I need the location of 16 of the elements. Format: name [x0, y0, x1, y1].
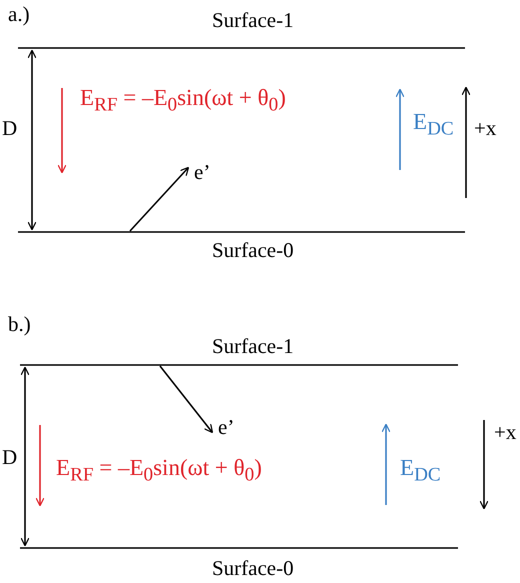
particle-label: e’: [218, 415, 234, 439]
surface-label: Surface-1: [212, 334, 294, 358]
field-label: E$_{DC}$: [400, 456, 441, 488]
panel-label: b.): [8, 312, 31, 336]
dimension-label: D: [2, 116, 18, 140]
field-label: E$_{RF}$ = –E$_{0}$sin(ωt + θ$_{0}$): [80, 86, 286, 118]
axis-label: +x: [474, 116, 496, 140]
field-label: E$_{RF}$ = –E$_{0}$sin(ωt + θ$_{0}$): [56, 456, 262, 488]
surface-label: Surface-0: [212, 556, 294, 580]
dimension-label: D: [2, 445, 18, 469]
field-label: E$_{DC}$: [413, 110, 454, 142]
particle-label: e’: [194, 160, 210, 184]
panel-label: a.): [8, 2, 30, 26]
axis-label: +x: [494, 420, 516, 444]
surface-label: Surface-1: [212, 8, 294, 32]
surface-label: Surface-0: [212, 238, 294, 262]
